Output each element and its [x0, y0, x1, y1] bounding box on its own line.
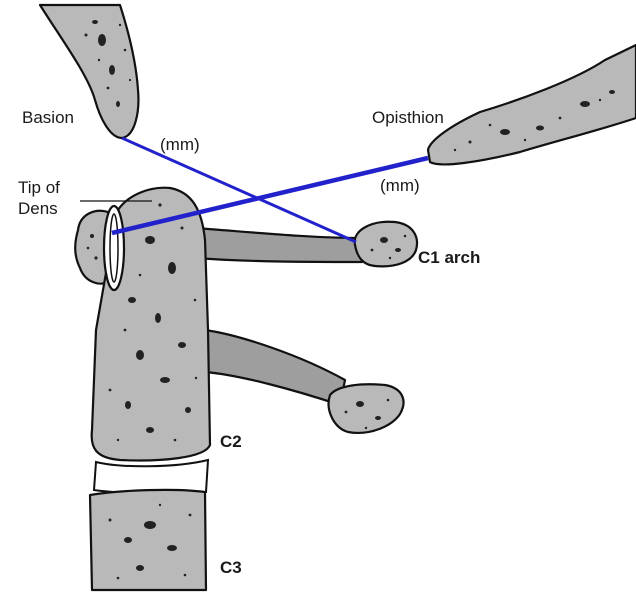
c1-arch-label: C1 arch [418, 248, 480, 268]
c3-vertebra-body [90, 490, 206, 590]
c2-lamina-bar [205, 330, 345, 405]
c2-label: C2 [220, 432, 242, 452]
tip-of-dens-label-line1: Tip of [18, 178, 60, 198]
dens-ligament [104, 206, 124, 290]
basion-label: Basion [22, 108, 74, 128]
opisthion-label: Opisthion [372, 108, 444, 128]
c3-label: C3 [220, 558, 242, 578]
basion-measurement-label: (mm) [160, 135, 200, 155]
opisthion-bone [428, 45, 636, 164]
c1-arch-tubercle [355, 222, 417, 267]
opisthion-measurement-label: (mm) [380, 176, 420, 196]
c2-spinous-tip [329, 384, 404, 433]
tip-of-dens-label-line2: Dens [18, 199, 58, 219]
intervertebral-disc [94, 460, 208, 493]
